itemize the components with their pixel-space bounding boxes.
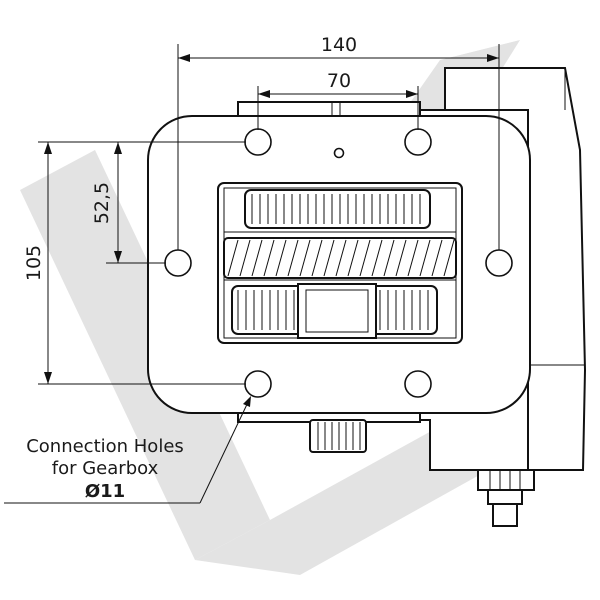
- callout-line-2: for Gearbox: [52, 458, 159, 479]
- upper-gear: [244, 189, 431, 229]
- callout-line-1: Connection Holes: [26, 436, 184, 457]
- splined-shaft: [309, 419, 367, 453]
- helix-tooth: [431, 239, 443, 277]
- connection-hole-bottom-right: [404, 370, 432, 398]
- helix-tooth: [311, 239, 323, 277]
- dimension-height-inner-label: 52,5: [91, 182, 113, 224]
- lower-gear: [231, 283, 438, 339]
- helix-tooth: [371, 239, 383, 277]
- helix-tooth: [251, 239, 263, 277]
- callout-text: Connection Holes for Gearbox Ø11: [26, 436, 184, 502]
- helix-tooth: [407, 239, 419, 277]
- helix-tooth: [263, 239, 275, 277]
- dimension-height-outer-label: 105: [23, 245, 45, 281]
- dimension-width-inner: 70: [257, 70, 419, 130]
- helix-tooth: [275, 239, 287, 277]
- helical-shaft: [223, 237, 457, 279]
- helix-tooth: [359, 239, 371, 277]
- helix-tooth: [299, 239, 311, 277]
- helix-tooth: [419, 239, 431, 277]
- helix-tooth: [227, 239, 239, 277]
- helix-tooth: [287, 239, 299, 277]
- pneumatic-connector: [477, 469, 535, 527]
- callout-line-3: Ø11: [85, 481, 125, 502]
- helix-tooth: [383, 239, 395, 277]
- helix-tooth: [443, 239, 455, 277]
- dimension-width-inner-label: 70: [327, 70, 351, 92]
- dimension-height-outer: 105: [23, 141, 246, 385]
- top-tab: [237, 101, 421, 117]
- dimension-width-outer: 140: [177, 34, 500, 250]
- helix-tooth: [335, 239, 347, 277]
- helix-tooth: [347, 239, 359, 277]
- helix-tooth: [395, 239, 407, 277]
- callout-leader: [4, 396, 251, 504]
- dimension-width-outer-label: 140: [321, 34, 357, 56]
- dimension-height-inner: 52,5: [91, 142, 166, 264]
- helix-tooth: [239, 239, 251, 277]
- center-mark-hole: [333, 147, 345, 159]
- helix-tooth: [323, 239, 335, 277]
